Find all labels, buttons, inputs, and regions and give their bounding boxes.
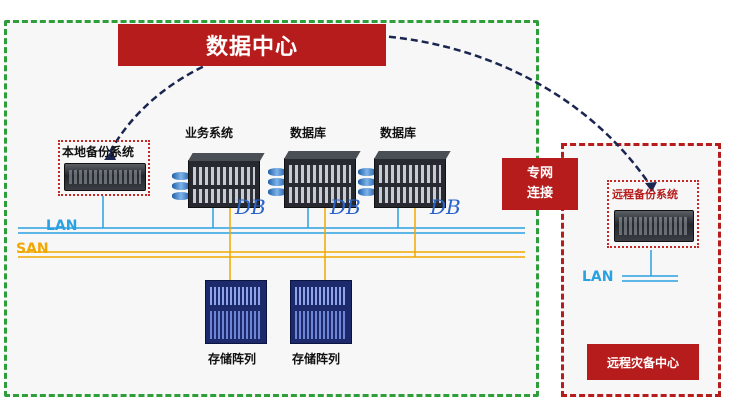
data-center-banner: 数据中心 (118, 24, 386, 66)
remote-backup-box (607, 180, 699, 248)
local-backup-box (58, 140, 150, 196)
san-label: SAN (16, 241, 49, 257)
db-cylinder-icon-3 (358, 168, 376, 198)
remote-backup-label: 远程备份系统 (612, 188, 678, 201)
local-backup-label: 本地备份系统 (62, 145, 135, 159)
database-label-1: 数据库 (290, 126, 327, 140)
remote-backup-server (614, 210, 694, 242)
storage-label-1: 存储阵列 (208, 352, 257, 366)
remote-center-label: 远程灾备中心 (587, 344, 699, 380)
local-backup-server (64, 163, 146, 191)
database-server-1 (284, 151, 361, 208)
data-center-frame (4, 20, 539, 397)
business-server (188, 153, 265, 208)
storage-array-1 (205, 280, 267, 344)
db-mark-3: DB (430, 195, 461, 219)
lan-label-left: LAN (46, 218, 78, 234)
private-line-text-2: 连接 (526, 186, 553, 201)
arc-arrowhead-left (104, 150, 116, 160)
db-cylinder-icon-1 (172, 172, 190, 202)
business-system-label: 业务系统 (185, 126, 234, 140)
private-line-box: 专网 连接 (502, 158, 578, 210)
replication-arc (108, 33, 654, 189)
arc-arrowhead-right (645, 182, 657, 192)
lan-label-right: LAN (582, 269, 614, 285)
database-server-2 (374, 151, 451, 208)
private-line-text-1: 专网 (526, 166, 553, 181)
db-cylinder-icon-2 (268, 168, 286, 198)
database-label-2: 数据库 (380, 126, 417, 140)
storage-label-2: 存储阵列 (292, 352, 341, 366)
storage-array-2 (290, 280, 352, 344)
db-mark-2: DB (330, 195, 361, 219)
db-mark-1: DB (235, 195, 266, 219)
